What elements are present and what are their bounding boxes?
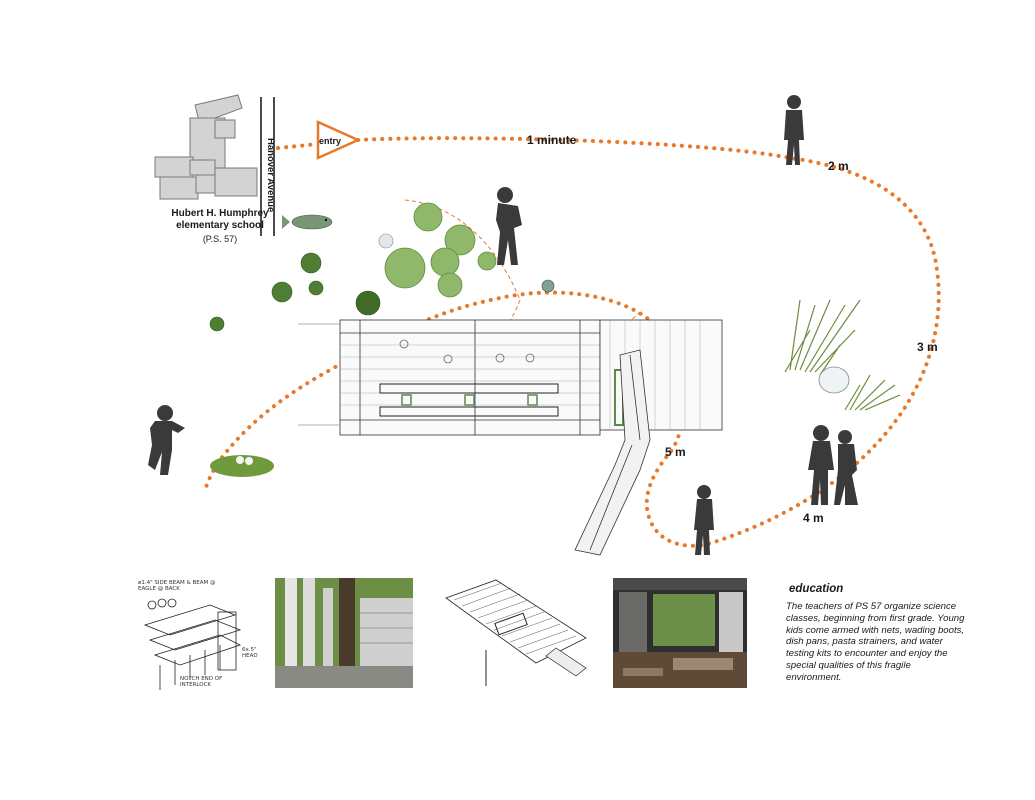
route-label-5m: 5 m <box>665 445 686 459</box>
education-title: education <box>789 583 844 595</box>
entry-marker-icon <box>316 120 362 160</box>
street-label: Hanover Avenue <box>265 138 276 213</box>
joinery-sketch <box>143 598 242 690</box>
school-name-label: Hubert H. Humphrey elementary school <box>171 208 269 231</box>
child-silhouette-pond <box>496 187 522 265</box>
deck-plan <box>298 319 723 556</box>
egg-icon <box>236 456 244 464</box>
child-silhouette-left <box>148 405 185 475</box>
education-body: The teachers of PS 57 organize science c… <box>786 601 965 683</box>
entry-label: entry <box>319 136 342 146</box>
school-building <box>154 94 258 200</box>
fish-icon <box>282 214 333 230</box>
child-silhouette-bottom <box>694 485 714 555</box>
photo-bench-closeup <box>275 578 413 688</box>
route-label-2m: 2 m <box>828 159 849 173</box>
sketch-note-right: 6x.5" HEAD <box>242 647 258 659</box>
water-lily-flower <box>378 233 394 249</box>
drawing-bench-axonometric <box>436 578 596 688</box>
algae-spheres <box>209 252 555 332</box>
child-silhouettes <box>148 95 858 555</box>
marsh-grass <box>784 299 901 411</box>
sketch-note-top: ø1.4" SIDE BEAM & BEAM @ EAGLE @ BACK <box>138 580 216 592</box>
school-code-label: (P.S. 57) <box>202 234 238 244</box>
lily-pads <box>384 202 497 298</box>
water-sample-jar <box>818 366 850 394</box>
sketch-note-bottom: NOTCH END OF INTERLOCK <box>180 676 223 688</box>
egg-icon <box>245 457 253 465</box>
grass-patch <box>210 455 274 477</box>
photo-deck-interior <box>613 578 747 688</box>
route-label-1-minute: 1 minute <box>527 133 577 147</box>
route-label-3m: 3 m <box>917 340 938 354</box>
child-silhouette-top <box>784 95 804 165</box>
child-silhouette-pair <box>808 425 858 505</box>
route-label-4m: 4 m <box>803 511 824 525</box>
